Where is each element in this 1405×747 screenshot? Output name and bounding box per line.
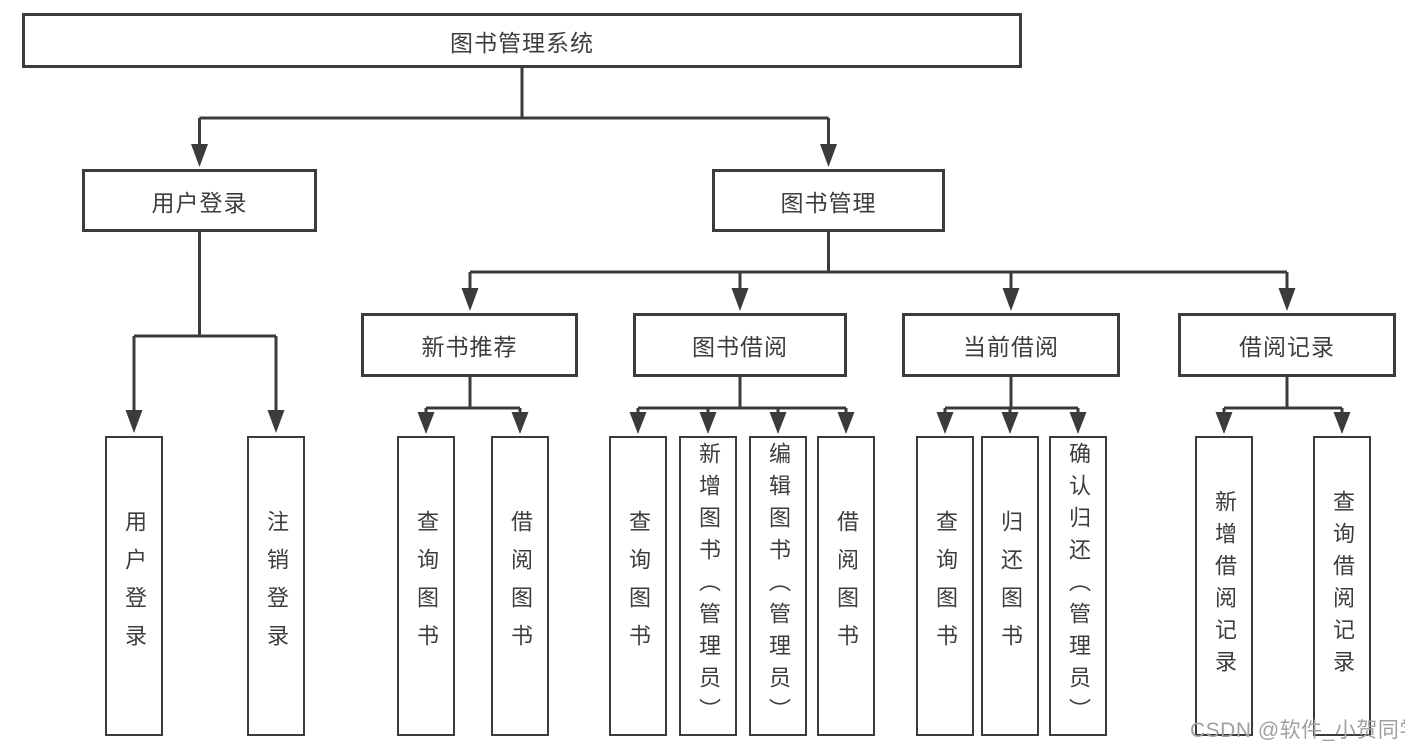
connector-new-book-recommend-to-leaves — [417, 375, 529, 434]
node-new-book-recommend: 新书推荐 — [361, 313, 578, 377]
leaf-return-books-label: 归还图书 — [998, 510, 1023, 662]
node-book-borrowing-label: 图书借阅 — [692, 334, 788, 360]
leaf-query-books-borrowing-label: 查询图书 — [626, 510, 651, 662]
leaf-query-books-current-label: 查询图书 — [933, 510, 958, 662]
leaf-query-books-borrowing: 查询图书 — [609, 436, 667, 736]
leaf-query-borrow-record-label: 查询借阅记录 — [1330, 490, 1355, 682]
leaf-add-book-admin: 新增图书（管理员） — [679, 436, 737, 736]
leaf-query-books-current: 查询图书 — [916, 436, 974, 736]
leaf-return-books: 归还图书 — [981, 436, 1039, 736]
node-root-label: 图书管理系统 — [450, 29, 594, 56]
leaf-borrow-books-recommend: 借阅图书 — [491, 436, 549, 736]
leaf-user-login: 用户登录 — [105, 436, 163, 736]
node-borrowing-records-label: 借阅记录 — [1239, 334, 1335, 360]
leaf-add-book-admin-label: 新增图书（管理员） — [696, 442, 721, 730]
leaf-edit-book-admin-label: 编辑图书（管理员） — [766, 442, 791, 730]
leaf-borrow-books-label: 借阅图书 — [834, 510, 859, 662]
node-book-management-label: 图书管理 — [780, 189, 877, 216]
leaf-confirm-return-admin: 确认归还（管理员） — [1049, 436, 1107, 736]
leaf-query-books-recommend: 查询图书 — [397, 436, 455, 736]
leaf-confirm-return-admin-label: 确认归还（管理员） — [1066, 442, 1091, 730]
leaf-edit-book-admin: 编辑图书（管理员） — [749, 436, 807, 736]
node-root: 图书管理系统 — [22, 13, 1022, 68]
node-book-management: 图书管理 — [712, 169, 945, 232]
leaf-add-borrow-record-label: 新增借阅记录 — [1212, 490, 1237, 682]
leaf-borrow-books: 借阅图书 — [817, 436, 875, 736]
node-current-borrowing: 当前借阅 — [902, 313, 1120, 377]
node-book-borrowing: 图书借阅 — [633, 313, 847, 377]
node-user-login-label: 用户登录 — [151, 189, 248, 216]
connector-root-to-level2 — [191, 66, 837, 167]
connector-current-borrowing-to-leaves — [936, 375, 1087, 434]
connector-book-management-to-level3 — [461, 230, 1296, 311]
node-borrowing-records: 借阅记录 — [1178, 313, 1396, 377]
node-current-borrowing-label: 当前借阅 — [963, 334, 1059, 360]
leaf-borrow-books-recommend-label: 借阅图书 — [508, 510, 533, 662]
leaf-logout: 注销登录 — [247, 436, 305, 736]
leaf-query-borrow-record: 查询借阅记录 — [1313, 436, 1371, 736]
leaf-logout-label: 注销登录 — [264, 510, 289, 662]
connector-book-borrowing-to-leaves — [629, 375, 855, 434]
node-user-login: 用户登录 — [82, 169, 317, 232]
connector-user-login-to-leaves — [125, 230, 285, 433]
watermark: CSDN @软件_小贺同学 — [1190, 719, 1405, 742]
node-new-book-recommend-label: 新书推荐 — [421, 334, 518, 360]
leaf-user-login-label: 用户登录 — [122, 510, 147, 662]
connector-borrowing-records-to-leaves — [1215, 375, 1351, 434]
leaf-query-books-recommend-label: 查询图书 — [414, 510, 439, 662]
leaf-add-borrow-record: 新增借阅记录 — [1195, 436, 1253, 736]
